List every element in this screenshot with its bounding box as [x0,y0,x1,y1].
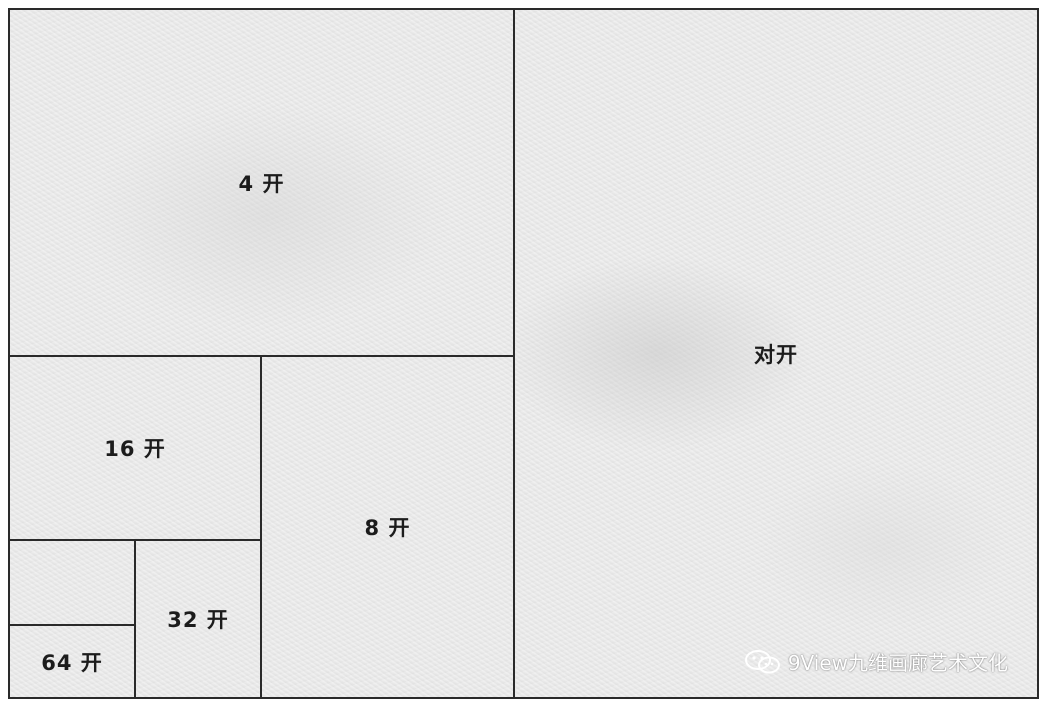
divider-64kai [10,624,134,626]
divider-4kai [10,355,513,357]
divider-16kai [10,539,260,541]
label-16kai: 16 开 [104,437,166,461]
panel-duikai: 对开 [515,10,1037,697]
panel-4kai: 4 开 [10,10,513,355]
label-4kai: 4 开 [238,171,285,196]
panel-32kai: 32 开 [136,541,260,697]
panel-8kai: 8 开 [262,357,513,697]
divider-8kai [260,357,262,697]
panel-16kai: 16 开 [10,357,260,539]
label-8kai: 8 开 [364,516,411,540]
panel-64kai: 64 开 [10,626,134,697]
divider-32kai [134,541,136,697]
divider-duikai [513,10,515,697]
wechat-icon [744,649,782,675]
label-64kai: 64 开 [41,650,103,675]
panel-64kai-upper [10,541,134,624]
label-duikai: 对开 [754,342,798,367]
label-32kai: 32 开 [167,608,229,632]
watermark: 9View九维画廊艺术文化 [744,647,1008,676]
watermark-text: 9View九维画廊艺术文化 [787,651,1008,675]
paper-sheet: 对开 4 开 8 开 16 开 32 开 64 开 [8,8,1039,699]
